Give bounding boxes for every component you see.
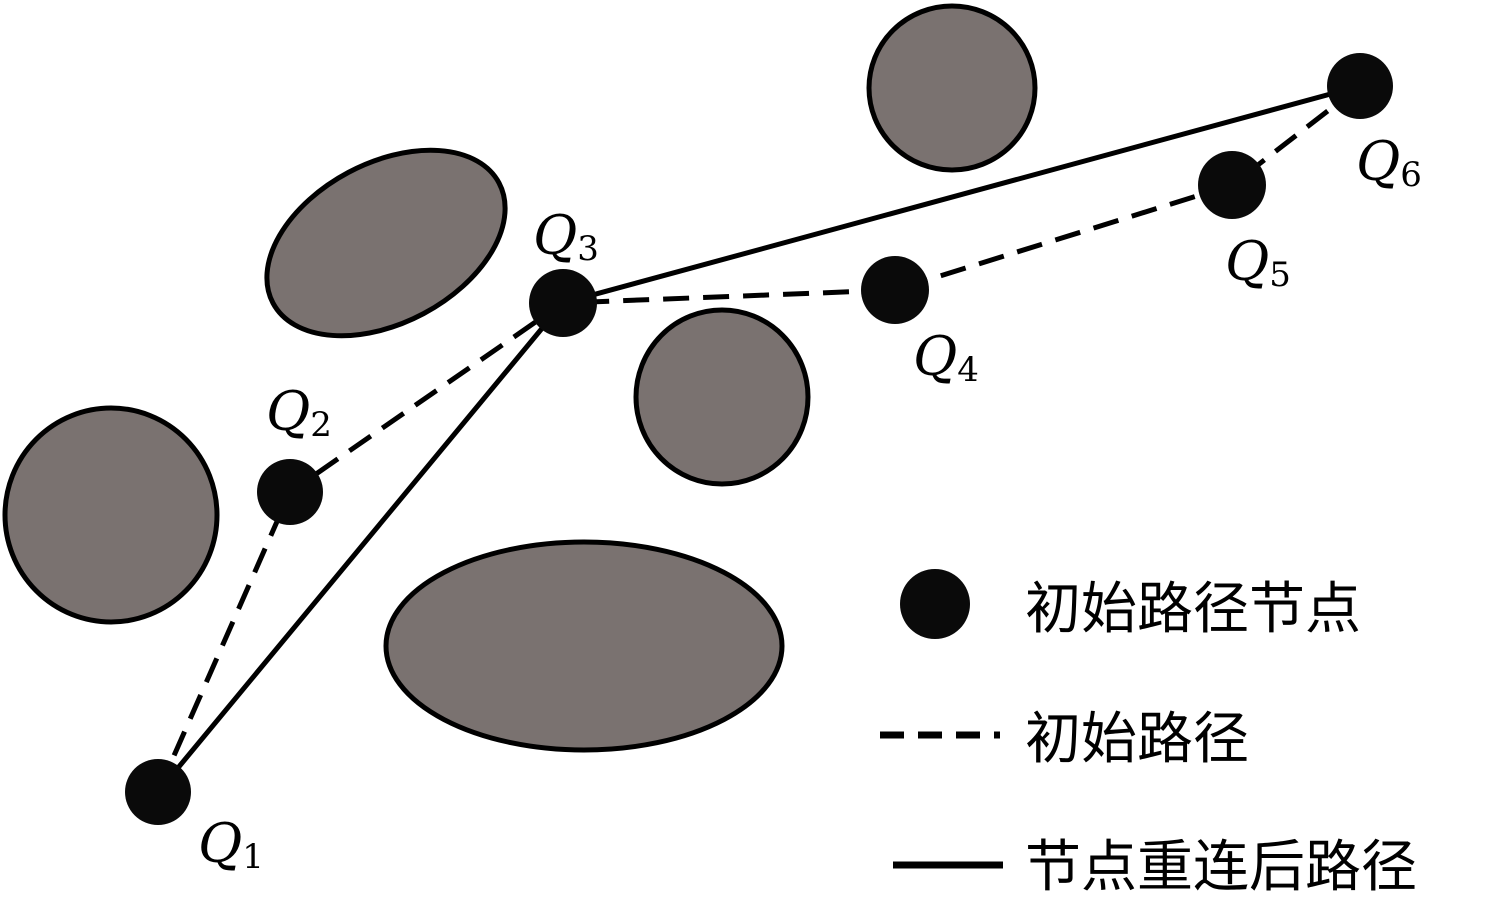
label-q6-letter: Q bbox=[1356, 130, 1400, 193]
obstacle-tilted-ellipse bbox=[264, 147, 508, 339]
node-q3 bbox=[529, 269, 597, 337]
legend: 初始路径节点 初始路径 节点重连后路径 bbox=[880, 569, 1417, 900]
label-q5: Q5 bbox=[1225, 230, 1291, 295]
legend-node-label: 初始路径节点 bbox=[1025, 577, 1361, 642]
label-q2-index: 2 bbox=[310, 405, 332, 445]
label-q5-index: 5 bbox=[1269, 255, 1291, 295]
node-q4 bbox=[861, 256, 929, 324]
label-q1: Q1 bbox=[198, 812, 264, 877]
node-labels: Q1 Q2 Q3 Q4 Q5 Q6 bbox=[198, 130, 1422, 877]
label-q1-letter: Q bbox=[198, 812, 242, 875]
path-nodes bbox=[125, 53, 1393, 825]
node-q2 bbox=[257, 459, 323, 525]
obstacle-bottom-ellipse bbox=[383, 539, 785, 753]
label-q6-index: 6 bbox=[1400, 155, 1422, 195]
obstacle-left-circle bbox=[2, 405, 220, 625]
node-q6 bbox=[1327, 53, 1393, 119]
label-q4-letter: Q bbox=[913, 325, 957, 388]
label-q4: Q4 bbox=[913, 325, 979, 390]
legend-reconnected-path-label: 节点重连后路径 bbox=[1025, 835, 1417, 900]
label-q3-letter: Q bbox=[533, 204, 577, 267]
obstacle-top-circle bbox=[866, 3, 1038, 173]
label-q2-letter: Q bbox=[266, 380, 310, 443]
obstacle-middle-circle bbox=[633, 307, 811, 487]
label-q6: Q6 bbox=[1356, 130, 1422, 195]
label-q4-index: 4 bbox=[957, 350, 979, 390]
node-q1 bbox=[125, 759, 191, 825]
label-q3: Q3 bbox=[533, 204, 599, 269]
legend-initial-path-label: 初始路径 bbox=[1025, 707, 1249, 772]
legend-node-swatch bbox=[900, 569, 970, 639]
label-q1-index: 1 bbox=[242, 837, 264, 877]
label-q2: Q2 bbox=[266, 380, 332, 445]
node-q5 bbox=[1198, 151, 1266, 219]
obstacles bbox=[2, 3, 1038, 753]
label-q5-letter: Q bbox=[1225, 230, 1269, 293]
label-q3-index: 3 bbox=[577, 229, 599, 269]
